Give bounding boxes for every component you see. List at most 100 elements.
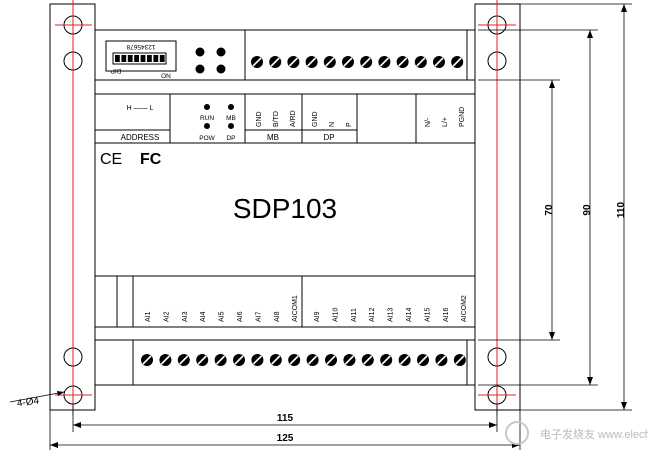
terminal-screw-icon [342, 56, 354, 68]
dp-pin-label: N [329, 122, 336, 127]
terminal-screw-icon [360, 56, 373, 68]
dip-label: DIP [111, 67, 122, 74]
dip-keys [115, 55, 165, 62]
top-terminal-screws [251, 56, 464, 68]
main-body [94, 93, 476, 328]
ai-pin-label: AI10 [332, 307, 339, 322]
run-label: RUN [200, 115, 214, 122]
terminal-screw-icon [159, 354, 172, 366]
ai-pin-label: AI12 [369, 307, 376, 322]
terminal-screw-icon [288, 354, 301, 366]
bottom-terminal-screws [141, 354, 466, 366]
mb-led [228, 104, 234, 110]
ai-pin-label: AI6 [237, 311, 244, 322]
terminal-screw-icon [325, 354, 337, 366]
pow-led [204, 123, 210, 129]
dim-125: 125 [277, 433, 294, 444]
top-terminal-block [244, 29, 468, 81]
watermark-logo-icon [505, 421, 529, 445]
ai-pin-label: AI9 [314, 311, 321, 322]
ai-pin-label: AI2 [163, 311, 170, 322]
run-led [204, 104, 210, 110]
terminal-screw-icon [451, 56, 464, 68]
terminal-screw-icon [305, 56, 318, 68]
terminal-screw-icon [251, 56, 263, 68]
dip-key [127, 55, 133, 62]
terminal-screw-icon [343, 354, 356, 366]
terminal-screw-icon [361, 354, 374, 366]
dip-key [115, 55, 120, 62]
dim-90: 90 [582, 204, 593, 216]
terminal-screw-icon [287, 56, 300, 68]
ce-mark: CE [100, 151, 122, 168]
terminal-screw-icon [306, 354, 319, 366]
terminal-screw-icon [378, 56, 391, 68]
terminal-screw-icon [396, 56, 409, 68]
terminal-screw-icon [433, 56, 445, 68]
top-pin-labels: GND B/TD A/RD GND N P N/- L/+ PGND [256, 107, 466, 127]
terminal-screw-icon [323, 56, 336, 68]
ai-pin-label: AI11 [351, 308, 358, 322]
ai-pin-label: AI14 [406, 307, 413, 322]
dim-70: 70 [544, 204, 555, 216]
terminal-screw-icon [453, 354, 466, 366]
terminal-screw-icon [141, 354, 153, 366]
terminal-screw-icon [414, 56, 427, 68]
ai-pin-label: AI8 [274, 311, 281, 322]
terminal-screw-icon [214, 354, 227, 366]
dip-numbers: 12345678 [126, 43, 155, 50]
dp-pin-label: GND [312, 111, 319, 127]
ai-pin-label: AICOM2 [461, 295, 468, 322]
dip-key [153, 55, 159, 62]
dp-led-label: DP [226, 135, 235, 142]
ai-pin-label: AI1 [145, 311, 152, 322]
terminal-screw-icon [269, 56, 282, 68]
address-range: H —— L [127, 105, 154, 112]
ai-pin-label: AI5 [219, 311, 226, 322]
dim-holes: 4-Ø4 [16, 395, 40, 409]
dip-key [134, 55, 139, 62]
ai-pin-label: AI7 [255, 311, 262, 322]
dimension-lines [9, 3, 632, 450]
dip-switch: 12345678 DIP ON [105, 40, 177, 80]
top-screws-small [195, 47, 226, 74]
dimension-arrows [50, 4, 627, 448]
terminal-screw-icon [177, 354, 190, 366]
power-pin-label: PGND [459, 107, 466, 127]
terminal-screw-icon [196, 354, 209, 366]
dip-key [159, 55, 165, 62]
ai-pin-label: AI4 [200, 311, 207, 322]
mb-pin-label: GND [256, 111, 263, 127]
bottom-terminal-block [132, 339, 468, 386]
power-pin-label: L/+ [442, 117, 449, 127]
watermark-text: 电子发烧友 www.elecfans.com [540, 427, 648, 441]
terminal-screw-icon [398, 354, 411, 366]
address-label: ADDRESS [121, 133, 160, 142]
watermark: 电子发烧友 www.elecfans.com [505, 421, 648, 445]
mb-led-label: MB [226, 115, 236, 122]
terminal-screw-icon [435, 354, 448, 366]
terminal-screw-icon [233, 354, 245, 366]
dim-110: 110 [616, 201, 627, 218]
dp-pin-label: P [346, 122, 353, 127]
terminal-screw-icon [380, 354, 393, 366]
dp-led [228, 123, 234, 129]
power-pin-label: N/- [425, 117, 432, 127]
dim-115: 115 [277, 413, 294, 424]
terminal-screw-icon [251, 354, 264, 366]
pow-label: POW [199, 135, 215, 142]
model-name: SDP103 [233, 193, 337, 224]
fc-mark: FC [140, 151, 162, 168]
mb-section-label: MB [267, 133, 279, 142]
indicator-leds: RUN MB POW DP [199, 104, 236, 142]
centre-lines [55, 0, 516, 415]
dp-section-label: DP [323, 133, 334, 142]
terminal-screw-icon [417, 354, 429, 366]
mb-pin-label: A/RD [290, 110, 297, 127]
mb-pin-label: B/TD [273, 111, 280, 127]
dip-key [140, 55, 146, 62]
dip-key [147, 55, 152, 62]
ai-pin-label: AI13 [388, 307, 395, 322]
